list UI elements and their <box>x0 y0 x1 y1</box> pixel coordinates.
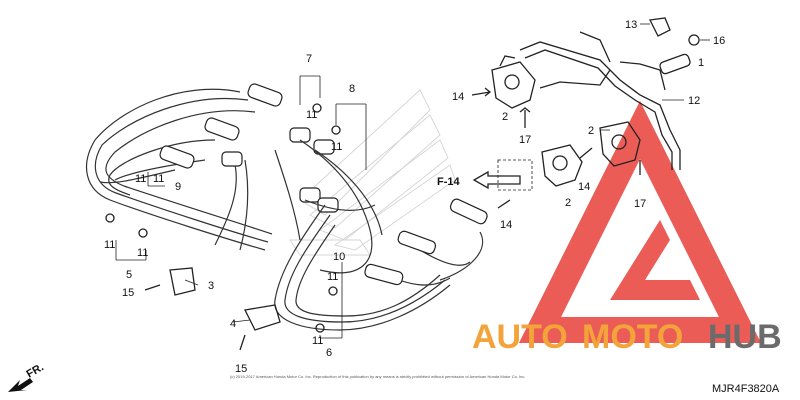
plug-boots-left <box>159 83 339 213</box>
wire-clamps <box>105 103 341 333</box>
callout-11h: 11 <box>312 335 323 347</box>
ignition-coil-right <box>599 121 641 167</box>
f14-label: F-14 <box>437 176 461 188</box>
callout-5: 5 <box>126 269 132 281</box>
ignition-coil-upper <box>491 55 536 109</box>
watermark-logo <box>518 100 762 343</box>
copyright-text: (c) 2019-2017 American Honda Motor Co. I… <box>230 374 525 379</box>
diagram-code: MJR4F3820A <box>712 383 780 395</box>
callout-10: 10 <box>333 251 345 263</box>
spark-plug-wire-right <box>364 198 488 286</box>
callout-13: 13 <box>625 19 637 31</box>
watermark-part2: MOTO <box>582 318 683 356</box>
callout-11c: 11 <box>135 173 146 185</box>
watermark-text: AUTO MOTO HUB <box>472 318 782 356</box>
callout-14c: 14 <box>500 219 512 231</box>
callout-17a: 17 <box>519 134 531 146</box>
callout-8: 8 <box>349 83 355 95</box>
callout-11b: 11 <box>331 141 342 153</box>
callout-15b: 15 <box>235 363 247 375</box>
callout-11g: 11 <box>327 271 338 283</box>
callout-12: 12 <box>688 95 700 107</box>
direction-label: FR. <box>25 361 46 380</box>
callout-16: 16 <box>713 35 725 47</box>
leader-lines <box>115 23 710 339</box>
callout-2c: 2 <box>565 197 571 209</box>
coil-bracket-stay <box>519 31 681 170</box>
callout-11e: 11 <box>104 239 115 251</box>
callout-11d: 11 <box>153 173 164 185</box>
callout-17b: 17 <box>634 198 646 210</box>
callout-15a: 15 <box>122 287 134 299</box>
callout-14a: 14 <box>452 91 464 103</box>
sensor-part <box>649 17 700 75</box>
callout-2b: 2 <box>588 125 594 137</box>
bolts <box>144 87 641 351</box>
f14-reference: F-14 <box>437 159 533 191</box>
callout-7: 7 <box>306 53 312 65</box>
watermark-part1: AUTO <box>472 318 568 356</box>
callout-labels: 1 2 2 2 3 4 5 6 7 8 9 10 11 11 11 11 11 … <box>104 19 725 375</box>
ignition-coil-middle <box>541 144 583 187</box>
front-direction-indicator: FR. <box>8 361 46 392</box>
callout-4: 4 <box>230 318 236 330</box>
spark-plug-wire-loop-left <box>86 88 301 251</box>
callout-6: 6 <box>326 347 332 359</box>
callout-1: 1 <box>698 57 704 69</box>
callout-11f: 11 <box>137 247 148 259</box>
callout-3: 3 <box>208 280 214 292</box>
callout-11a: 11 <box>306 109 317 121</box>
watermark-part3: HUB <box>708 318 782 356</box>
callout-9: 9 <box>175 181 181 193</box>
spark-plug-wire-center <box>274 139 451 331</box>
callout-14b: 14 <box>578 181 590 193</box>
callout-2a: 2 <box>502 111 508 123</box>
